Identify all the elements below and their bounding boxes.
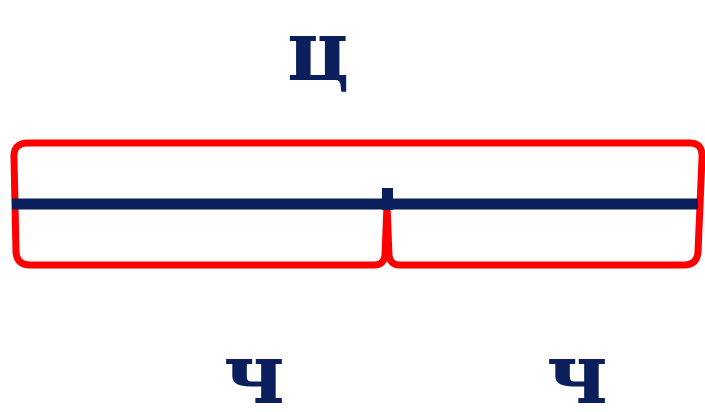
whole-label: ц xyxy=(287,1,349,100)
part-label-left: ч xyxy=(223,324,284,412)
part-label-right: ч xyxy=(546,324,607,412)
parts-bracket xyxy=(10,139,705,269)
division-tick xyxy=(382,188,393,210)
